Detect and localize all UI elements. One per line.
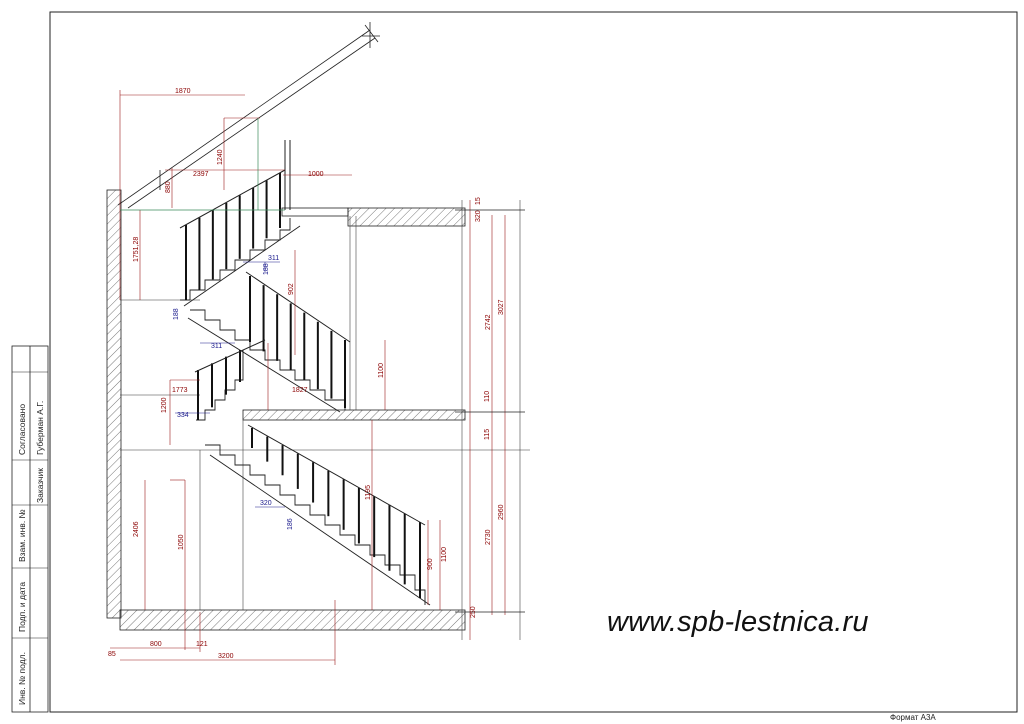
- roof-rafter: [117, 22, 380, 209]
- dim-188-top: 188: [263, 263, 270, 275]
- dim-800: 800: [150, 641, 162, 648]
- dim-311-mid: 311: [211, 343, 222, 350]
- stamp-zakazchik-name: Губерман А.Г.: [35, 401, 45, 455]
- dim-880: 880: [165, 181, 172, 193]
- balusters: [185, 173, 421, 598]
- dim-900: 900: [427, 558, 434, 570]
- dim-1100-upper: 1100: [378, 363, 385, 378]
- dim-334: 334: [177, 412, 189, 419]
- stamp-vzam-inv: Взам. инв. №: [17, 509, 27, 562]
- stamp-soglasovano: Согласовано: [17, 404, 27, 455]
- dim-902: 902: [288, 283, 295, 295]
- dim-1240: 1240: [217, 149, 224, 165]
- dimension-lines: [110, 90, 506, 665]
- stair-flights: [180, 218, 431, 606]
- handrails: [179, 140, 426, 526]
- dim-r250: 250: [470, 606, 477, 618]
- dim-3200: 3200: [218, 653, 234, 660]
- upper-slab: [347, 207, 466, 227]
- title-stamp: Согласовано Губерман А.Г. Заказчик Взам.…: [11, 345, 49, 713]
- dim-1870: 1870: [175, 88, 191, 95]
- dim-121: 121: [196, 641, 208, 648]
- dim-r15: 15: [475, 197, 482, 205]
- dim-85: 85: [108, 651, 116, 658]
- dim-2406: 2406: [133, 521, 140, 537]
- format-label: Формат А3А: [890, 713, 936, 722]
- dim-186: 186: [287, 518, 294, 530]
- dim-1000: 1000: [308, 171, 324, 178]
- dim-2397: 2397: [193, 171, 209, 178]
- stamp-zakazchik-label: Заказчик: [35, 468, 45, 503]
- dim-r2742: 2742: [485, 314, 492, 330]
- dim-r2730: 2730: [485, 529, 492, 545]
- site-url: www.spb-lestnica.ru: [607, 606, 869, 638]
- dim-188-mid: 188: [173, 308, 180, 320]
- dim-1751: 1751,28: [133, 237, 140, 262]
- dim-1195: 1195: [365, 485, 372, 500]
- middle-slab: [242, 409, 466, 421]
- ground-slab: [119, 609, 466, 631]
- stamp-podp-data: Подп. и дата: [17, 582, 27, 632]
- dim-311-top: 311: [268, 255, 279, 262]
- dim-1100-lower: 1100: [441, 547, 448, 562]
- stamp-inv-podl: Инв. № подл.: [17, 652, 27, 705]
- dim-r320: 320: [475, 210, 482, 222]
- dim-320: 320: [260, 500, 272, 507]
- dim-1827: 1827: [292, 387, 308, 394]
- sheet-frame: [49, 11, 1018, 713]
- dim-r3027: 3027: [498, 299, 505, 315]
- left-wall: [106, 189, 122, 619]
- dim-r110: 110: [484, 391, 491, 402]
- dim-1200: 1200: [161, 397, 168, 413]
- dim-1050: 1050: [178, 534, 185, 550]
- dim-1773: 1773: [172, 387, 188, 394]
- attic-landing: [281, 207, 349, 217]
- dim-r115: 115: [484, 429, 491, 440]
- dim-r2960: 2960: [498, 504, 505, 520]
